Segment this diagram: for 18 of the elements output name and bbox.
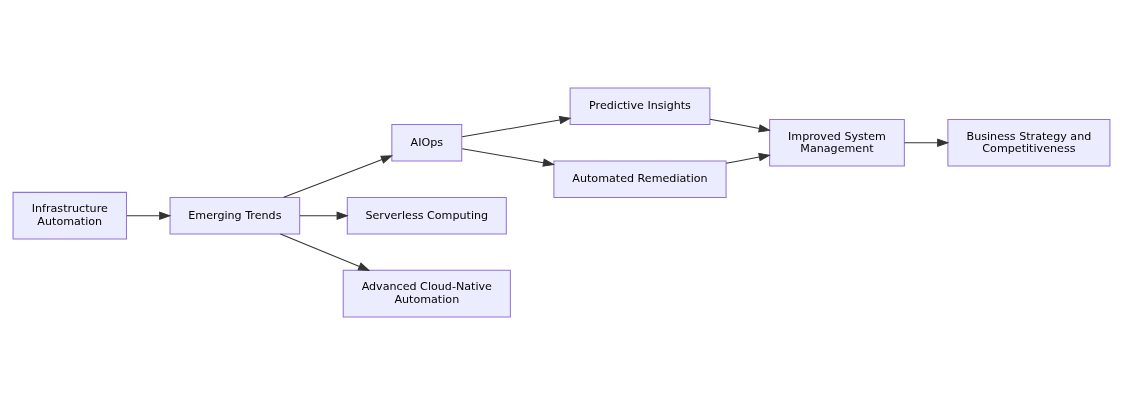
node-box: AIOps: [391, 124, 463, 162]
node-box: Automated Remediation: [553, 160, 727, 198]
arrow: [461, 115, 572, 138]
node-box: Infrastructure Automation: [12, 191, 127, 240]
node-box: Serverless Computing: [346, 196, 507, 235]
arrow: [461, 148, 556, 167]
arrow: [283, 155, 394, 198]
arrow: [709, 118, 771, 133]
node-box: Advanced Cloud-Native Automation: [342, 269, 511, 318]
node-box: Improved System Management: [769, 118, 905, 167]
node-box: Business Strategy and Competitiveness: [947, 118, 1111, 167]
arrow: [725, 152, 771, 164]
arrow: [279, 233, 371, 271]
arrow: [903, 138, 950, 147]
node-box: Emerging Trends: [169, 196, 301, 235]
node-box: Predictive Insights: [569, 87, 711, 125]
arrow: [126, 211, 172, 220]
arrow: [299, 211, 349, 220]
